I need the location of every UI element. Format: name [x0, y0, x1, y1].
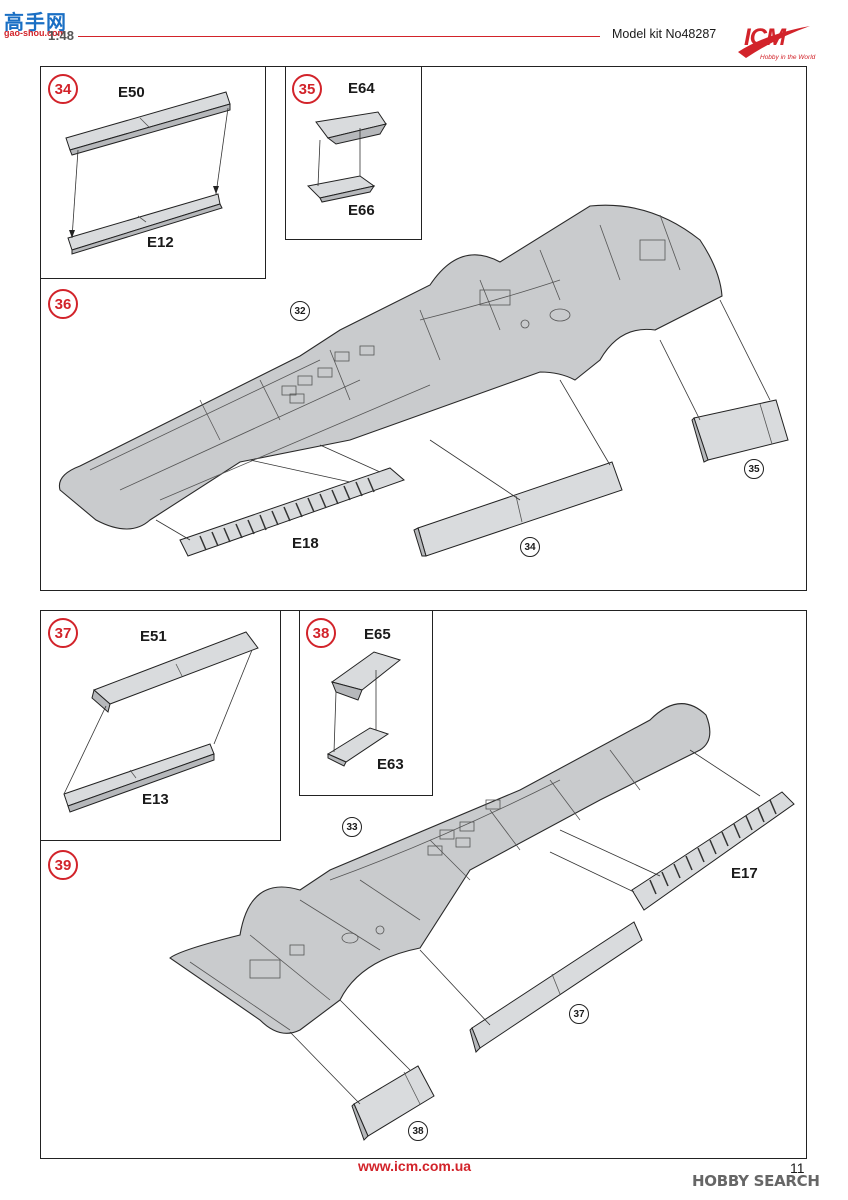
watermark-url: gao-shou.com — [4, 28, 66, 38]
step-35-badge: 35 — [292, 74, 322, 104]
hobby-search-watermark: HOBBY SEARCH — [692, 1172, 820, 1190]
part-38-flap-drawing — [351, 1065, 435, 1141]
part-label-e65: E65 — [364, 626, 391, 643]
part-e12-drawing — [67, 193, 223, 255]
part-e51-drawing — [91, 631, 259, 713]
part-label-e17: E17 — [731, 865, 758, 882]
step-39-badge: 39 — [48, 850, 78, 880]
part-label-e63: E63 — [377, 756, 404, 773]
part-e17-drawing — [631, 791, 795, 911]
upper-wing-drawing — [58, 204, 723, 530]
watermark-logo: 高手网 — [4, 10, 67, 34]
reference-step-38: 38 — [408, 1121, 428, 1141]
part-label-e18: E18 — [292, 535, 319, 552]
part-34-flap-drawing — [413, 461, 623, 557]
brand-tagline: Hobby in the World — [760, 54, 816, 61]
part-37-flap-drawing — [469, 921, 643, 1053]
reference-step-32: 32 — [290, 301, 310, 321]
step-34-badge: 34 — [48, 74, 78, 104]
lower-wing-drawing — [169, 703, 711, 1034]
part-e63-drawing — [326, 727, 390, 767]
part-e50-drawing — [65, 91, 231, 156]
part-e64-drawing — [315, 111, 388, 145]
brand-logo: ICM — [744, 24, 786, 51]
part-label-e13: E13 — [142, 791, 169, 808]
part-label-e12: E12 — [147, 234, 174, 251]
part-label-e51: E51 — [140, 628, 167, 645]
reference-step-34: 34 — [520, 537, 540, 557]
part-e65-drawing — [330, 651, 402, 701]
part-e66-drawing — [306, 175, 376, 203]
kit-number-label: Model kit No48287 — [612, 27, 717, 41]
reference-step-35: 35 — [744, 459, 764, 479]
step-37-badge: 37 — [48, 618, 78, 648]
step-38-badge: 38 — [306, 618, 336, 648]
part-35-flap-drawing — [691, 399, 789, 463]
part-label-e66: E66 — [348, 202, 375, 219]
part-e13-drawing — [63, 743, 215, 813]
part-label-e50: E50 — [118, 84, 145, 101]
page-number: 11 — [790, 1160, 805, 1176]
brand-swoosh-icon — [738, 26, 810, 58]
step-36-badge: 36 — [48, 289, 78, 319]
part-label-e64: E64 — [348, 80, 375, 97]
reference-step-33: 33 — [342, 817, 362, 837]
header-rule — [78, 36, 600, 37]
part-e18-drawing — [179, 467, 405, 557]
scale-label: 1:48 — [48, 28, 75, 43]
reference-step-37: 37 — [569, 1004, 589, 1024]
upper-instruction-panel — [40, 66, 807, 591]
footer-website-link[interactable]: www.icm.com.ua — [358, 1158, 472, 1174]
